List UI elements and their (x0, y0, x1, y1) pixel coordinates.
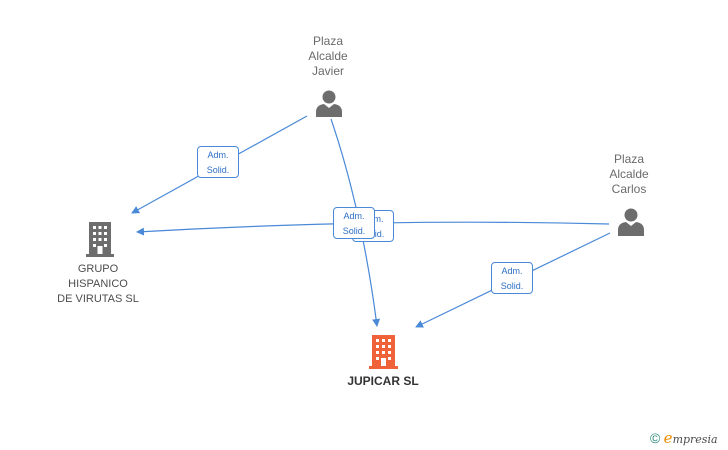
footer-brand: © empresia (650, 429, 718, 447)
badge-line: Solid. (500, 281, 524, 291)
label-line: HISPANICO (68, 278, 128, 290)
relation-badge[interactable]: Adm. Solid. (197, 146, 239, 178)
label-line: GRUPO (77, 263, 119, 275)
label-line: Carlos (611, 182, 647, 196)
label-line: Plaza (312, 34, 344, 48)
company-label-jupicar: JUPICAR SL (347, 374, 419, 388)
person-icon[interactable] (618, 208, 644, 237)
label-line: Alcalde (308, 49, 348, 63)
label-line: DE VIRUTAS SL (57, 293, 139, 305)
brand-logo-text: mpresia (672, 433, 718, 446)
badge-line: Adm. (501, 266, 523, 276)
label-line: Javier (311, 64, 344, 78)
person-label-carlos: Plaza Alcalde Carlos (597, 152, 661, 197)
building-icon[interactable] (86, 222, 114, 257)
copyright-symbol: © (650, 430, 661, 446)
relation-badge[interactable]: Adm. Solid. (333, 207, 375, 239)
main-building-icon[interactable] (369, 335, 398, 369)
person-icon[interactable] (316, 90, 342, 118)
brand-logo-initial: e (663, 429, 673, 447)
badge-line: Adm. (207, 150, 229, 160)
person-label-javier: Plaza Alcalde Javier (296, 34, 360, 79)
label-line: Alcalde (609, 167, 649, 181)
label-line: Plaza (613, 152, 645, 166)
company-label-grupo: GRUPO HISPANICO DE VIRUTAS SL (48, 262, 148, 307)
relation-badge[interactable]: Adm. Solid. (491, 262, 533, 294)
badge-line: Adm. (343, 211, 365, 221)
badge-line: Solid. (206, 165, 230, 175)
badge-line: Solid. (342, 226, 366, 236)
